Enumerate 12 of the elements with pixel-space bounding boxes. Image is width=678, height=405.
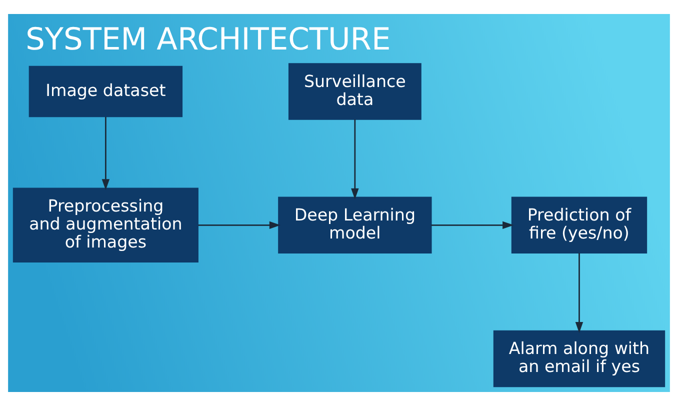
- diagram-title: SYSTEM ARCHITECTURE: [26, 22, 391, 57]
- node-box: Preprocessing and augmentation of images: [12, 187, 198, 262]
- node-box: Deep Learning model: [278, 196, 432, 254]
- arrow: [351, 118, 359, 199]
- arrow: [575, 252, 584, 333]
- arrow: [198, 220, 280, 229]
- node-box: Image dataset: [28, 65, 183, 117]
- arrow: [102, 116, 110, 190]
- node-box: Alarm along with an email if yes: [493, 330, 666, 387]
- node-box: Surveillance data: [288, 62, 422, 120]
- arrow: [431, 220, 514, 229]
- node-box: Prediction of fire (yes/no): [511, 196, 648, 254]
